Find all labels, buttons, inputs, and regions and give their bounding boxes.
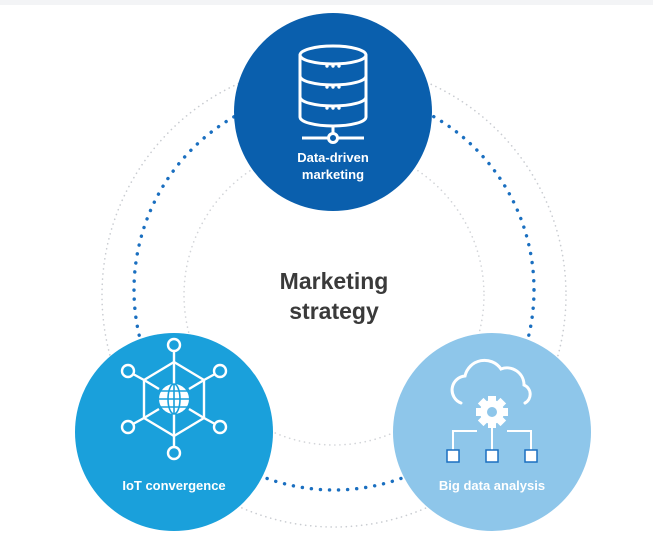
outer-guide-ring (101, 62, 567, 528)
database-icon (298, 44, 368, 144)
node-big-data-analysis: Big data analysis (393, 333, 591, 531)
network-globe-icon (120, 337, 228, 461)
node-big-data-label: Big data analysis (438, 478, 546, 493)
node-data-driven-label: Data-driven marketing (234, 149, 432, 183)
cloud-gear-icon (446, 358, 538, 463)
node-data-driven-marketing: Data-driven marketing (234, 13, 432, 211)
node-iot-convergence: IoT convergence (75, 333, 273, 531)
top-divider (0, 0, 653, 5)
center-title-line2: strategy (289, 298, 379, 324)
node-data-driven-label-line2: marketing (301, 167, 365, 182)
node-iot-label: IoT convergence (122, 478, 226, 493)
center-title: Marketing strategy (214, 266, 454, 326)
inner-guide-ring (183, 144, 485, 446)
node-data-driven-label-line1: Data-driven (297, 150, 369, 165)
connector-ring (132, 88, 536, 492)
center-title-line1: Marketing (279, 268, 389, 294)
